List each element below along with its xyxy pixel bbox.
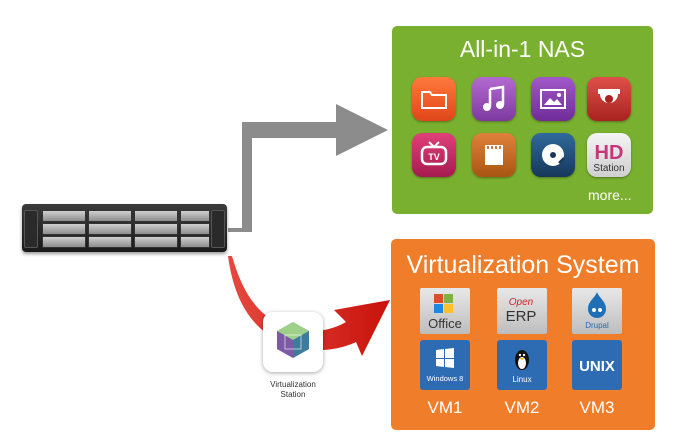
hd-station-hd-text: HD [595,142,624,164]
drive-bay [180,210,210,222]
unix-icon: UNIX [572,340,622,390]
photo-icon [531,77,575,121]
drupal-icon: Drupal [572,288,622,334]
surveillance-camera-icon [587,77,631,121]
erp-open-label: Open [509,297,534,308]
erp-label: ERP [506,308,537,325]
rack-ear-left [24,210,38,248]
gray-arrow-to-nas [228,104,388,232]
drive-bay [180,236,210,248]
linux-penguin-icon: Linux [497,340,547,390]
virtualization-system-panel [391,239,655,430]
virtualization-station-label-line2: Station [280,390,306,399]
vm2-label: VM2 [504,398,540,417]
folder-icon [412,77,456,121]
vm1-label: VM1 [427,398,463,417]
windows-label: Windows 8 [427,374,464,383]
virtualization-panel-title: Virtualization System [406,251,640,279]
nas-panel-title: All-in-1 NAS [459,36,586,62]
drive-bay [134,236,178,248]
drive-bay [134,223,178,235]
office-label: Office [428,316,462,331]
drive-bay [134,210,178,222]
disc-player-icon [531,133,575,177]
unix-label: UNIX [579,358,615,375]
music-note-icon [472,77,516,121]
office-icon: Office [420,288,470,334]
drive-bay [42,223,86,235]
tv-icon-label: TV [428,152,440,162]
windows-icon: Windows 8 [420,340,470,390]
rack-ear-right [211,210,225,248]
drive-bay [88,210,132,222]
drupal-label: Drupal [585,321,609,330]
drive-bay [88,223,132,235]
tv-icon: TV [412,133,456,177]
nas-device [22,204,227,252]
drive-bay [88,236,132,248]
virtualization-station-label-line1: Virtualization [270,380,316,389]
virtualization-station-icon [263,312,323,372]
drive-bay [180,223,210,235]
hd-station-icon: HD Station [587,133,631,177]
linux-label: Linux [512,375,531,384]
hd-station-station-text: Station [593,163,624,174]
more-link[interactable]: more... [588,187,632,203]
drive-bay [42,236,86,248]
drive-bay [42,210,86,222]
virtualization-station-label: Virtualization Station [253,380,333,400]
notepad-icon [472,133,516,177]
vm3-label: VM3 [579,398,615,417]
erp-icon: Open ERP [497,288,547,334]
